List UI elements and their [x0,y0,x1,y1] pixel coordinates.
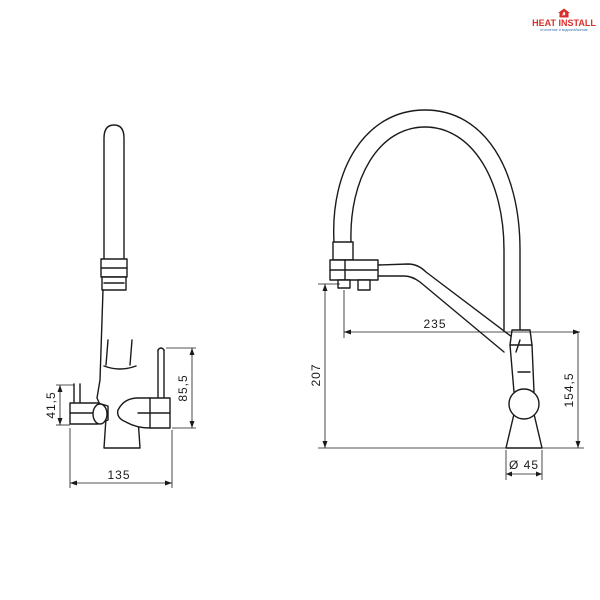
dim-width-label: 135 [107,468,130,482]
dim-body-height: 85,5 [166,347,196,429]
dim-body-height-label: 85,5 [176,374,190,401]
side-lever-knob [508,388,540,420]
brand-logo: HEAT INSTALL отопление и водоснабжение [531,8,597,38]
side-view: 207 235 154,5 Ø 45 [309,109,584,480]
front-spout-tube [103,124,125,260]
dim-reach-label: 235 [423,317,446,331]
dim-lever-height-label: 41,5 [44,391,58,418]
house-flame-icon [558,8,570,18]
brand-name: HEAT INSTALL [532,18,596,28]
dim-reach: 235 [343,290,580,338]
dim-base-diameter: Ø 45 [505,450,543,480]
side-hose-inner [350,126,505,331]
dim-spout-height-label: 154,5 [562,372,576,407]
front-body-inner [105,339,133,366]
dim-total-height: 207 [309,283,506,449]
front-view: 41,5 85,5 135 [44,124,196,488]
dim-base-diameter-label: Ø 45 [509,458,539,472]
brand-tagline: отопление и водоснабжение [540,28,588,32]
dim-spout-height: 154,5 [542,332,584,449]
side-head-collar [332,241,354,261]
side-body [505,344,543,449]
dim-lever-height: 41,5 [44,384,74,426]
side-spout-arm [377,263,517,353]
dim-width: 135 [69,428,173,488]
side-hose-outer [333,109,521,331]
dim-total-height-label: 207 [309,363,323,386]
